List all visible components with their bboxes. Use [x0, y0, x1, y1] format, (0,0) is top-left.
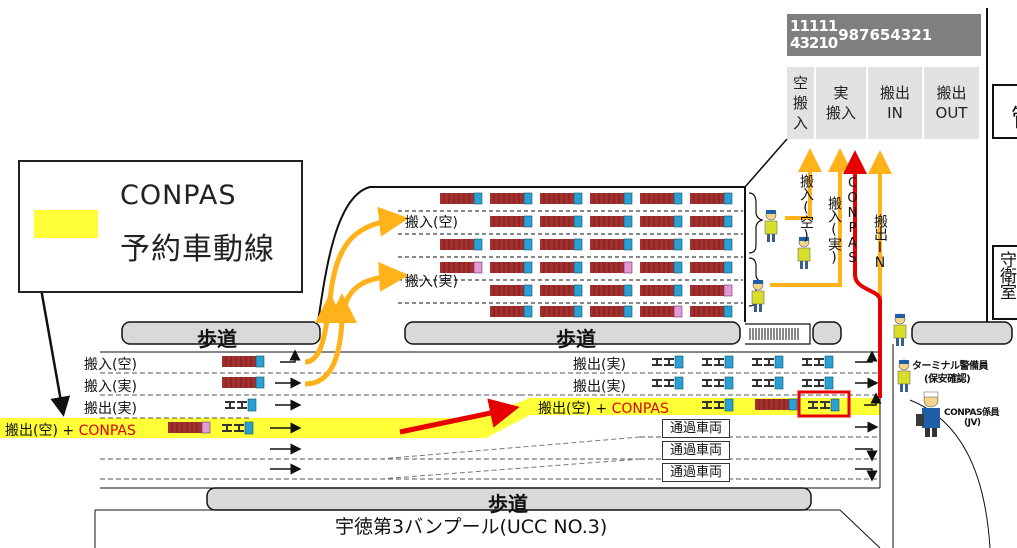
- lane-out-out: 搬出 OUT: [924, 67, 979, 139]
- gate-nums-rest: 987654321: [838, 26, 933, 44]
- flow-label-empty-in: 搬入(空): [798, 174, 814, 243]
- terminal-guard-sub: (保安確認): [924, 374, 971, 385]
- area-label: 宇徳第3バンプール(UCC NO.3): [335, 516, 608, 538]
- flow-label-out-in: 搬出IN: [872, 214, 888, 270]
- legend-box: CONPAS 予約車動線: [18, 160, 303, 293]
- lane-left-loaded-in: 搬入(実): [84, 379, 137, 395]
- lane-left-empty-in: 搬入(空): [84, 357, 137, 373]
- lane-right-loaded-out-1: 搬出(実): [573, 357, 626, 373]
- office-char: 管: [1011, 98, 1017, 133]
- lane-empty-in: 空 搬 入: [787, 67, 814, 139]
- legend-subtitle: 予約車動線: [120, 232, 275, 267]
- lane-right-conpas: 搬出(空) + CONPAS: [538, 398, 669, 418]
- lane-empty-in-label: 空 搬 入: [792, 74, 808, 132]
- guardhouse-label: 守衛室: [996, 251, 1016, 299]
- lane-left-loaded-out: 搬出(実): [84, 401, 137, 417]
- sidewalk-label-center: 歩道: [556, 327, 596, 351]
- legend-title: CONPAS: [120, 180, 237, 211]
- flow-label-conpas: CONPAS: [845, 176, 860, 266]
- guardhouse-box: 守衛室: [992, 245, 1017, 320]
- lane-left-conpas: 搬出(空) + CONPAS: [5, 420, 136, 440]
- sidewalk-label-left: 歩道: [197, 327, 237, 351]
- lane-left-conpas-suffix: CONPAS: [78, 423, 136, 439]
- through-lane-1: 通過車両: [662, 419, 730, 438]
- lane-right-conpas-suffix: CONPAS: [611, 401, 669, 417]
- lane-loaded-in: 実 搬入: [816, 67, 866, 139]
- office-box: 管: [992, 84, 1017, 139]
- conpas-staff-sub: (JV): [964, 418, 981, 428]
- lane-left-conpas-label: 搬出(空) +: [5, 423, 79, 439]
- lane-out-out-label: 搬出 OUT: [935, 84, 968, 122]
- through-lane-3: 通過車両: [662, 463, 730, 482]
- lane-right-conpas-label: 搬出(空) +: [538, 401, 612, 417]
- sidewalk-label-bottom: 歩道: [488, 492, 528, 516]
- lane-right-loaded-out-2: 搬出(実): [573, 379, 626, 395]
- yard-row-empty-in: 搬入(空): [405, 215, 458, 231]
- lane-loaded-in-label: 実 搬入: [825, 84, 856, 122]
- through-lane-2: 通過車両: [662, 441, 730, 460]
- lane-out-in: 搬出 IN: [868, 67, 922, 139]
- conpas-staff-label: CONPAS係員: [944, 408, 1000, 418]
- terminal-guard-label: ターミナル警備員: [912, 361, 989, 372]
- legend-swatch: [34, 210, 98, 238]
- yard-row-loaded-in: 搬入(実): [405, 274, 458, 290]
- lane-out-in-label: 搬出 IN: [879, 84, 910, 122]
- flow-label-loaded-in: 搬入(実): [826, 196, 842, 265]
